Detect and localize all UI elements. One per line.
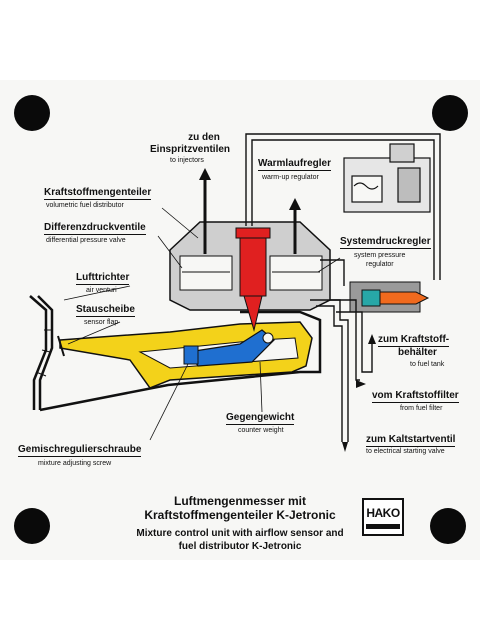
injector-lines <box>203 178 297 254</box>
label-warmup-en: warm-up regulator <box>262 174 319 181</box>
label-injectors-de: zu den <box>188 132 220 143</box>
label-syspressure-en-2: regulator <box>366 261 394 268</box>
label-counterweight-de: Gegengewicht <box>226 412 295 425</box>
label-syspressure-en: system pressure <box>354 252 406 259</box>
system-pressure-regulator <box>349 281 430 313</box>
lever-pivot <box>262 332 274 344</box>
mounting-hole-bottom-left <box>14 508 50 544</box>
sensor-flap-plate <box>57 335 65 357</box>
label-injectors-en: to injectors <box>170 157 204 164</box>
label-warmup-de: Warmlaufregler <box>258 158 331 171</box>
label-distributor-en: volumetric fuel distributor <box>46 202 124 209</box>
mixture-screw-head <box>183 345 199 365</box>
label-tank-de: zum Kraftstoff- <box>378 334 450 347</box>
logo-underline <box>366 524 400 529</box>
label-diffvalve-en: differential pressure valve <box>46 237 126 244</box>
label-filter-en: from fuel filter <box>400 405 443 412</box>
mounting-hole-top-left <box>14 95 50 131</box>
label-mixscrew-en: mixture adjusting screw <box>38 460 112 467</box>
label-tank-de-2: behälter <box>398 347 437 358</box>
label-syspressure-de: Systemdruckregler <box>340 236 431 249</box>
logo-text: HAKO <box>366 506 400 520</box>
diff-valve-right <box>269 255 323 291</box>
hako-logo: HAKO <box>362 498 404 536</box>
label-distributor-de: Kraftstoffmengenteiler <box>44 187 152 200</box>
fuel-pipes <box>245 133 441 442</box>
diff-valve-left <box>179 255 233 291</box>
venturi-hatching <box>33 299 52 377</box>
title-line-2: Kraftstoffmengenteiler K-Jetronic <box>144 508 336 522</box>
label-diffvalve-de: Differenzdruckventile <box>44 222 146 235</box>
label-venturi-de: Lufttrichter <box>76 272 130 285</box>
title-line-4: fuel distributor K-Jetronic <box>178 541 302 552</box>
label-flap-de: Stauscheibe <box>76 304 135 317</box>
mounting-hole-bottom-right <box>430 508 466 544</box>
label-coldstart-en: to electrical starting valve <box>366 448 445 455</box>
control-plunger <box>239 235 267 297</box>
label-coldstart-de: zum Kaltstartventil <box>366 434 456 447</box>
label-injectors-de-2: Einspritzventilen <box>150 144 231 155</box>
leader-lines <box>63 207 341 441</box>
title-line-1: Luftmengenmesser mit <box>173 494 307 508</box>
title-line-3: Mixture control unit with airflow sensor… <box>136 528 344 539</box>
label-venturi-en: air venturi <box>86 287 117 294</box>
warmup-regulator <box>343 143 431 213</box>
label-mixscrew-de: Gemischregulierschraube <box>18 444 142 457</box>
label-tank-en: to fuel tank <box>410 361 445 368</box>
label-filter-de: vom Kraftstoffilter <box>372 390 459 403</box>
label-counterweight-en: counter weight <box>238 427 284 434</box>
lever-arm <box>186 329 275 367</box>
label-flap-en: sensor flap <box>84 319 119 326</box>
mounting-hole-top-right <box>432 95 468 131</box>
